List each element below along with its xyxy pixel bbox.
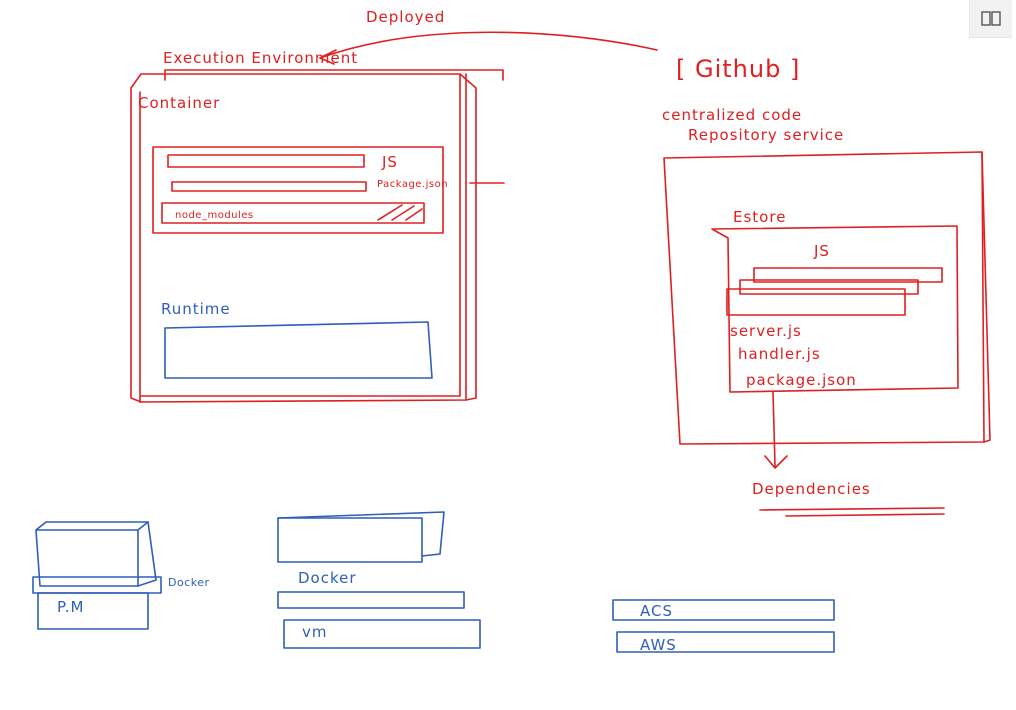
js-label: JS <box>381 153 398 171</box>
handler-js-label: handler.js <box>738 345 821 363</box>
dependencies-underline <box>759 507 945 517</box>
estore-package-json-label: package.json <box>746 371 857 389</box>
github-repo-box <box>663 151 991 445</box>
docker-2-label: Docker <box>298 569 357 587</box>
execution-environment-bracket <box>164 69 504 81</box>
acs-label: ACS <box>640 602 673 620</box>
estore-label: Estore <box>733 208 786 226</box>
container-label: Container <box>138 94 220 112</box>
dependencies-label: Dependencies <box>752 480 871 498</box>
github-label: [ Github ] <box>676 55 800 83</box>
node-modules-label: node_modules <box>175 210 254 221</box>
package-json-label: Package.json <box>377 179 448 190</box>
estore-file-bar-2 <box>739 279 919 295</box>
runtime-label: Runtime <box>161 300 231 318</box>
container-box <box>130 73 477 403</box>
docker-1-label: Docker <box>168 576 210 589</box>
deployed-label: Deployed <box>366 8 445 26</box>
package-json-bar <box>171 181 367 192</box>
container-project-box <box>152 146 444 234</box>
execution-environment-label: Execution Environment <box>163 49 358 67</box>
docker-pm-stack <box>32 521 162 630</box>
vm-label: vm <box>302 623 328 641</box>
repository-service-label: Repository service <box>688 126 844 144</box>
estore-file-bar-1 <box>753 267 943 283</box>
centralized-code-label: centralized code <box>662 106 802 124</box>
node-modules-hatch <box>377 204 423 221</box>
estore-file-bar-3 <box>726 288 906 316</box>
js-file-bar <box>167 154 365 168</box>
deploy-arrow <box>319 31 658 65</box>
aws-bar <box>616 631 835 653</box>
estore-box <box>711 225 959 393</box>
acs-bar <box>612 599 835 621</box>
aws-label: AWS <box>640 636 677 654</box>
estore-js-label: JS <box>813 242 830 260</box>
pm-label: P.M <box>57 598 84 616</box>
dependencies-arrow <box>764 391 788 469</box>
node-modules-bar <box>161 202 425 224</box>
reader-view-button[interactable] <box>969 0 1012 38</box>
book-open-icon <box>981 10 1001 26</box>
runtime-box <box>164 321 433 379</box>
docker-vm-stack <box>277 511 481 649</box>
server-js-label: server.js <box>730 322 802 340</box>
